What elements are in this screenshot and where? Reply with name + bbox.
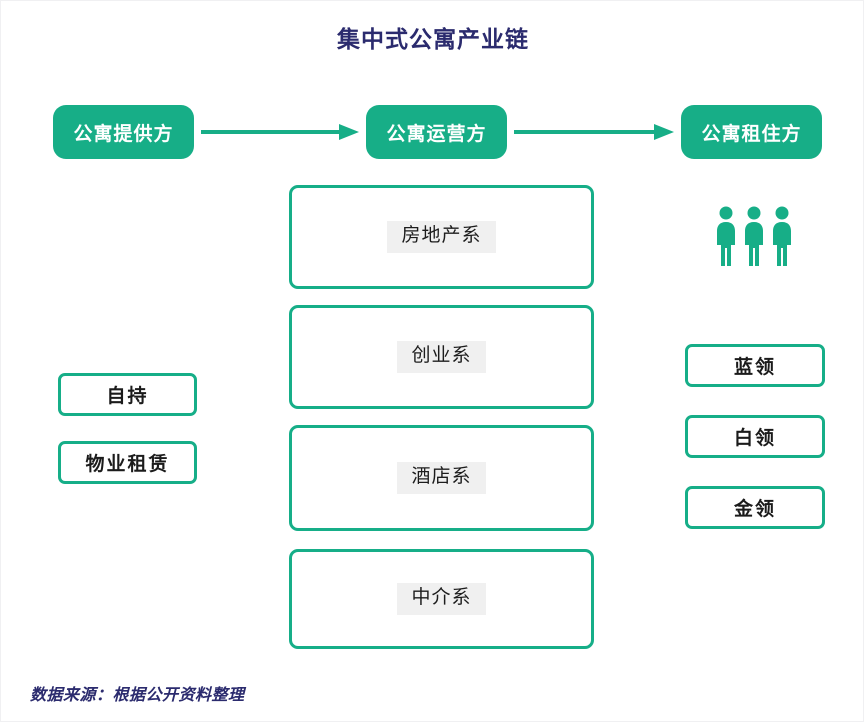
chain-node-apartment-supplier[interactable]: 公寓提供方 — [53, 105, 194, 159]
operator-category-label: 酒店系 — [397, 462, 486, 494]
tenant-segment-box[interactable]: 白领 — [685, 415, 825, 458]
tenant-segment-box[interactable]: 金领 — [685, 486, 825, 529]
operator-category-label: 房地产系 — [387, 221, 496, 253]
operator-category-box[interactable]: 创业系 — [289, 305, 594, 409]
arrow-right-icon-operator-to-tenant — [514, 124, 674, 140]
operator-category-label: 创业系 — [397, 341, 486, 373]
data-source-note: 数据来源：根据公开资料整理 — [30, 687, 245, 704]
operator-category-label: 中介系 — [397, 583, 486, 615]
page-title: 集中式公寓产业链 — [337, 26, 529, 52]
chain-node-apartment-tenant[interactable]: 公寓租住方 — [681, 105, 822, 159]
operator-category-box[interactable]: 房地产系 — [289, 185, 594, 289]
chain-node-apartment-operator[interactable]: 公寓运营方 — [366, 105, 507, 159]
three-people-icon — [713, 204, 795, 269]
tenant-segment-box[interactable]: 蓝领 — [685, 344, 825, 387]
supplier-mode-box[interactable]: 自持 — [58, 373, 197, 416]
arrow-right-icon-supplier-to-operator — [201, 124, 359, 140]
operator-category-box[interactable]: 酒店系 — [289, 425, 594, 531]
operator-category-box[interactable]: 中介系 — [289, 549, 594, 649]
supplier-mode-box[interactable]: 物业租赁 — [58, 441, 197, 484]
